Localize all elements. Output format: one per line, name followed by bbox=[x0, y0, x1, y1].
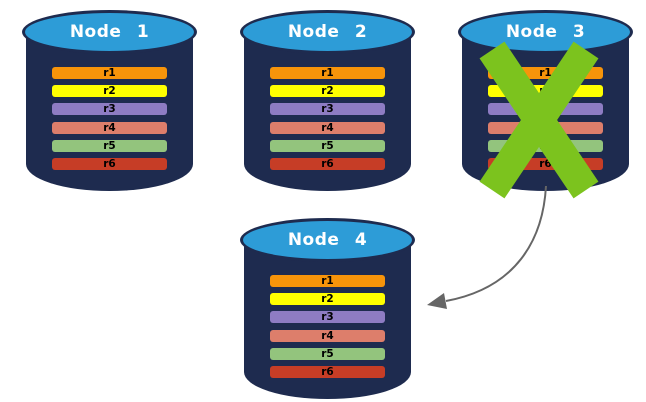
node-4-cylinder-top: Node 4 bbox=[240, 218, 415, 262]
node-2-row-r4: r4 bbox=[270, 122, 385, 134]
node-1-row-r5: r5 bbox=[52, 140, 167, 152]
node-2-row-r1: r1 bbox=[270, 67, 385, 79]
node-3-cylinder-top: Node 3 bbox=[458, 10, 633, 54]
replication-arrow-head bbox=[427, 293, 447, 309]
node-2-title: Node 2 bbox=[287, 22, 368, 42]
node-4-row-r5: r5 bbox=[270, 348, 385, 360]
node-4-title: Node 4 bbox=[287, 230, 368, 250]
replication-arrow-line bbox=[445, 185, 547, 302]
node-2-row-r2: r2 bbox=[270, 85, 385, 97]
node-2-row-r3: r3 bbox=[270, 103, 385, 115]
node-2: Node 2 r1 r2 r3 r4 r5 r6 bbox=[240, 10, 415, 191]
node-1-cylinder-top: Node 1 bbox=[22, 10, 197, 54]
node-3-title: Node 3 bbox=[505, 22, 586, 42]
node-1-row-r1: r1 bbox=[52, 67, 167, 79]
node-2-cylinder-top: Node 2 bbox=[240, 10, 415, 54]
node-4-row-r6: r6 bbox=[270, 366, 385, 378]
node-1: Node 1 r1 r2 r3 r4 r5 r6 bbox=[22, 10, 197, 191]
node-4-row-r3: r3 bbox=[270, 311, 385, 323]
node-1-row-r2: r2 bbox=[52, 85, 167, 97]
node-1-row-r3: r3 bbox=[52, 103, 167, 115]
node-1-row-r6: r6 bbox=[52, 158, 167, 170]
node-2-row-r6: r6 bbox=[270, 158, 385, 170]
node-1-row-r4: r4 bbox=[52, 122, 167, 134]
node-4-row-r4: r4 bbox=[270, 330, 385, 342]
node-3: Node 3 r1 r2 r3 r4 r5 r6 bbox=[458, 10, 633, 199]
node-4: Node 4 r1 r2 r3 r4 r5 r6 bbox=[240, 218, 415, 399]
failure-x-icon bbox=[479, 41, 599, 199]
node-4-row-r2: r2 bbox=[270, 293, 385, 305]
node-1-title: Node 1 bbox=[69, 22, 150, 42]
node-4-row-r1: r1 bbox=[270, 275, 385, 287]
node-2-row-r5: r5 bbox=[270, 140, 385, 152]
